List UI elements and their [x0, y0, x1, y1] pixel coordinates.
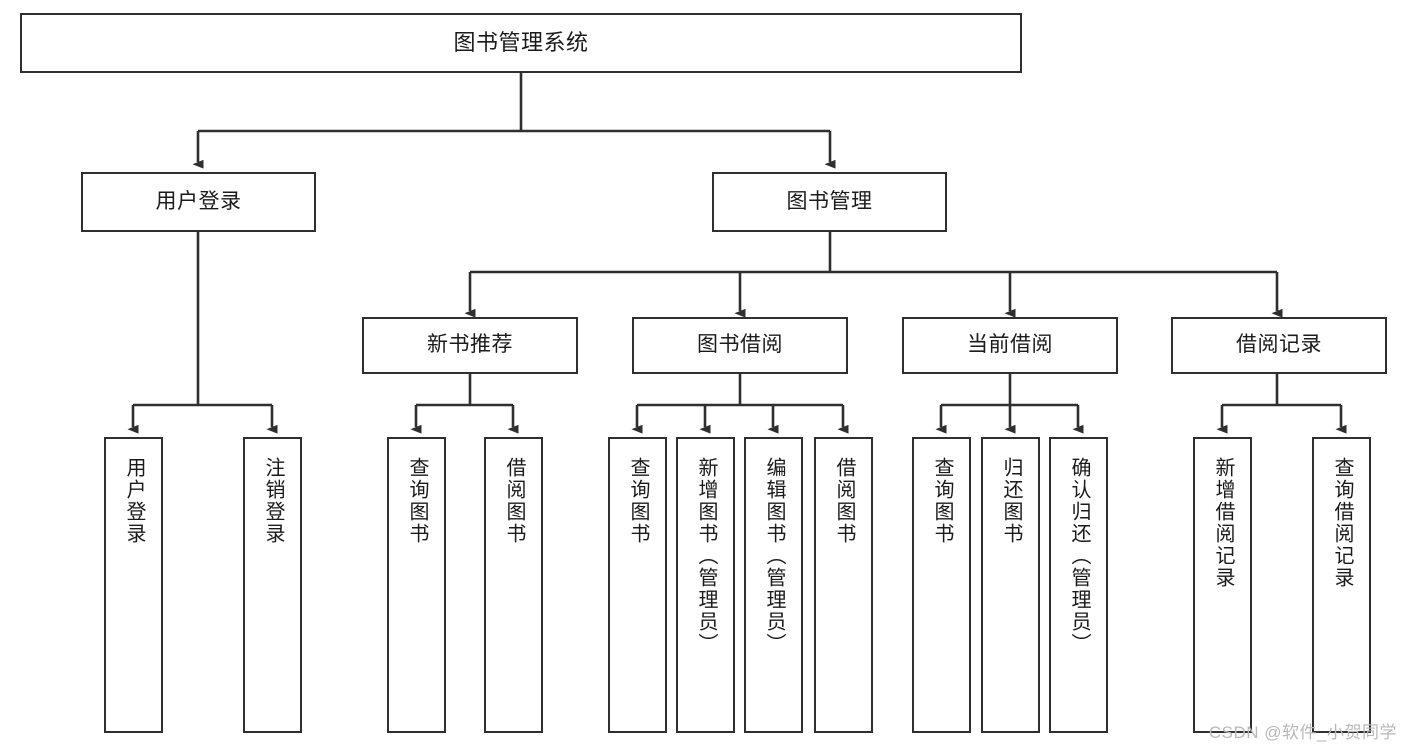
- node-leaf-edit-book-label: 编辑图书（管理员）: [763, 457, 785, 655]
- node-leaf-query-book-1[interactable]: 查询图书: [387, 437, 446, 733]
- node-leaf-query-record[interactable]: 查询借阅记录: [1312, 437, 1371, 733]
- node-book-borrow[interactable]: 图书借阅: [632, 317, 848, 374]
- node-leaf-borrow-book-1-label: 借阅图书: [503, 457, 525, 545]
- node-leaf-query-book-3-label: 查询图书: [931, 457, 953, 545]
- node-leaf-user-login-label: 用户登录: [123, 457, 145, 545]
- node-current-borrow-label: 当前借阅: [967, 333, 1053, 357]
- node-leaf-edit-book[interactable]: 编辑图书（管理员）: [744, 437, 803, 733]
- node-leaf-add-book-label: 新增图书（管理员）: [695, 457, 717, 655]
- node-leaf-add-record[interactable]: 新增借阅记录: [1193, 437, 1252, 733]
- node-new-book-recommend[interactable]: 新书推荐: [362, 317, 578, 374]
- node-book-manage[interactable]: 图书管理: [712, 172, 947, 232]
- node-borrow-record[interactable]: 借阅记录: [1171, 317, 1387, 374]
- node-leaf-return-book-label: 归还图书: [1000, 457, 1022, 545]
- node-current-borrow[interactable]: 当前借阅: [902, 317, 1118, 374]
- node-leaf-confirm-return-label: 确认归还（管理员）: [1068, 457, 1090, 655]
- node-leaf-borrow-book-1[interactable]: 借阅图书: [484, 437, 543, 733]
- node-leaf-logout-login[interactable]: 注销登录: [243, 437, 302, 733]
- node-leaf-add-book[interactable]: 新增图书（管理员）: [676, 437, 735, 733]
- node-leaf-return-book[interactable]: 归还图书: [981, 437, 1040, 733]
- node-leaf-query-book-3[interactable]: 查询图书: [912, 437, 971, 733]
- node-new-book-recommend-label: 新书推荐: [427, 333, 513, 357]
- node-book-manage-label: 图书管理: [786, 189, 873, 213]
- node-user-login-label: 用户登录: [155, 189, 242, 213]
- node-user-login[interactable]: 用户登录: [81, 172, 316, 232]
- node-leaf-logout-login-label: 注销登录: [262, 457, 284, 545]
- node-leaf-query-book-1-label: 查询图书: [406, 457, 428, 545]
- node-leaf-user-login[interactable]: 用户登录: [104, 437, 163, 733]
- node-leaf-confirm-return[interactable]: 确认归还（管理员）: [1049, 437, 1108, 733]
- node-root-label: 图书管理系统: [453, 30, 589, 56]
- node-leaf-borrow-book-2-label: 借阅图书: [833, 457, 855, 545]
- node-leaf-borrow-book-2[interactable]: 借阅图书: [814, 437, 873, 733]
- node-leaf-query-book-2-label: 查询图书: [627, 457, 649, 545]
- node-leaf-query-book-2[interactable]: 查询图书: [608, 437, 667, 733]
- node-borrow-record-label: 借阅记录: [1236, 333, 1322, 357]
- node-leaf-query-record-label: 查询借阅记录: [1331, 457, 1353, 589]
- node-book-borrow-label: 图书借阅: [697, 333, 783, 357]
- watermark: CSDN @软件_小贺同学: [1208, 723, 1397, 742]
- node-root[interactable]: 图书管理系统: [20, 13, 1022, 73]
- node-leaf-add-record-label: 新增借阅记录: [1212, 457, 1234, 589]
